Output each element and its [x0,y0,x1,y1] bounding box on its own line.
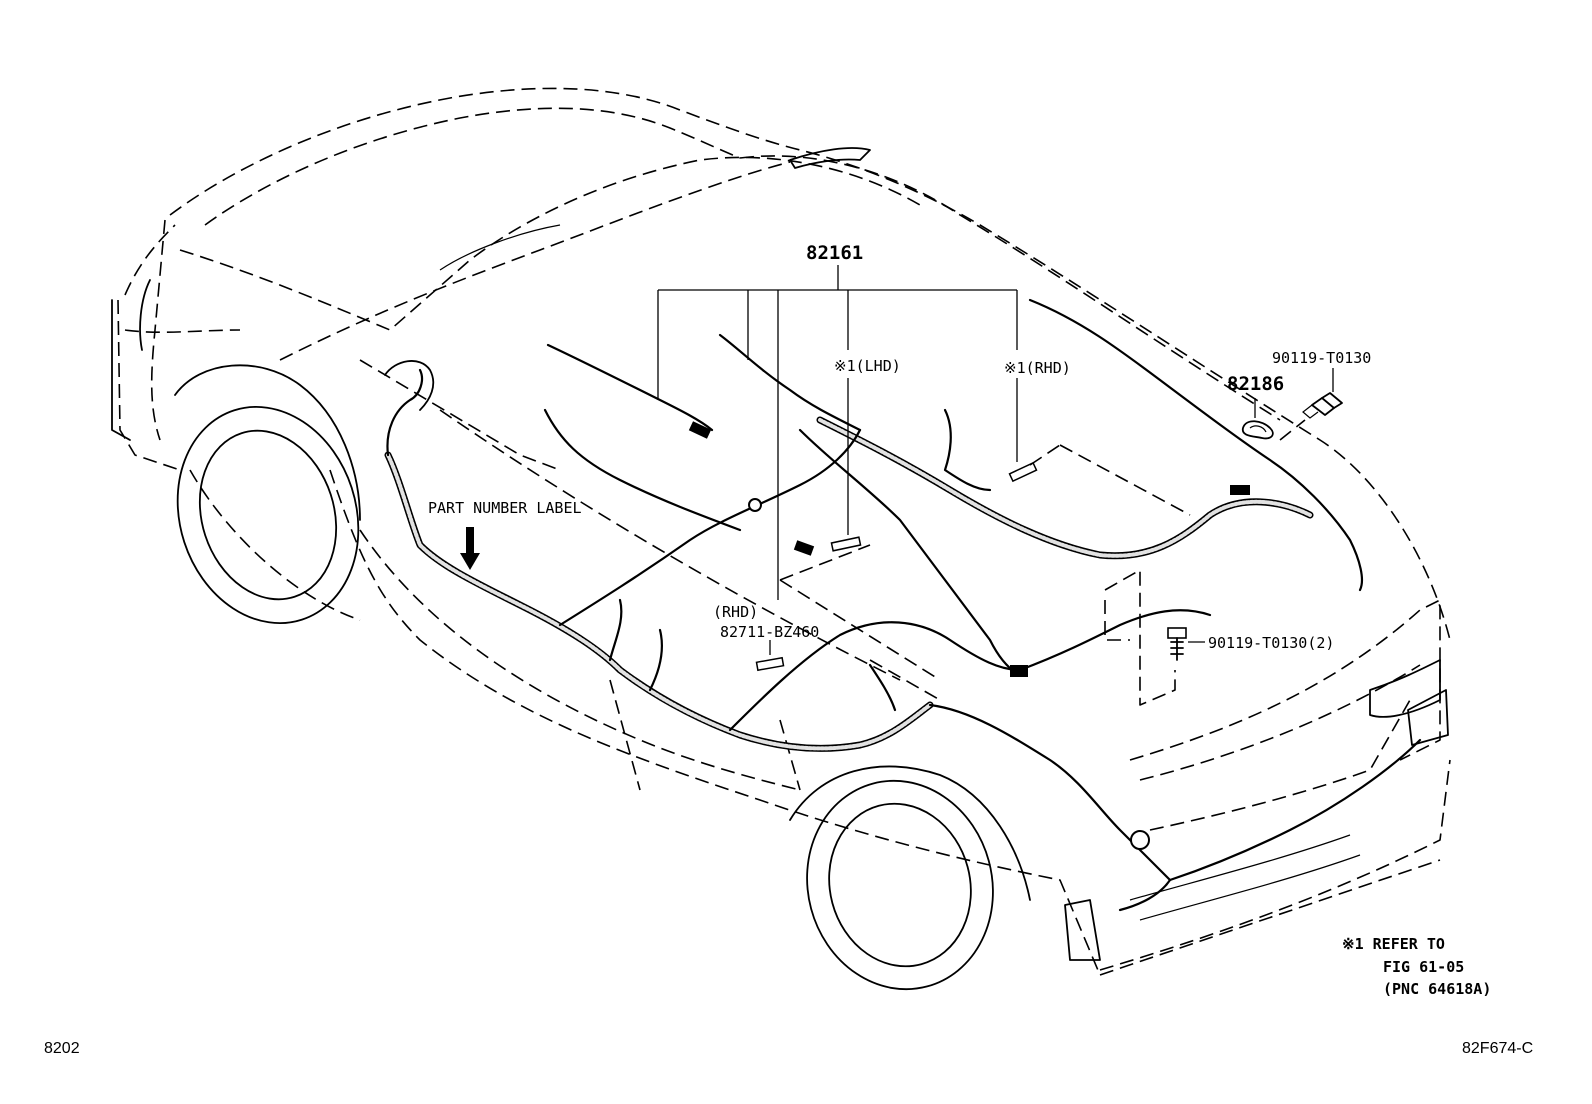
front-bumper [117,299,181,471]
roof-panel-front [279,161,791,361]
connector [755,656,785,672]
label-82186: 82186 [1227,373,1284,395]
body-side [359,529,801,791]
rocker-line [329,469,1101,976]
harness-trunk [1018,609,1212,672]
connector [688,421,712,439]
front-grille [111,279,151,441]
label-part-number-label: PART NUMBER LABEL [428,499,582,517]
figure-group-code: 8202 [44,1040,80,1057]
shark-fin [789,147,871,169]
label-rhd-ref: ※1(RHD) [1004,359,1071,377]
harness-console [718,333,862,432]
wire-harness-82161 [384,298,1422,912]
label-bolt-right: 90119-T0130(2) [1208,634,1334,652]
trunk-ref-box [1104,600,1130,641]
cabin-floor-left [359,359,561,471]
refer-note-line1: ※1 REFER TO [1342,935,1445,953]
harness-rear-bumper [1168,738,1422,882]
front-tire-outer [176,406,360,624]
harness-bumper-drop [1118,878,1172,912]
mirror-left [384,360,435,411]
trunk-lid [1129,599,1441,761]
reference-boxes [779,419,1306,706]
rear-diffuser [1129,834,1361,921]
side-sill [189,469,361,621]
rear-wheel-arch [789,765,1031,901]
car-body-outline [117,87,1451,976]
windshield-wiper [439,224,561,271]
harness-side-branch [608,598,897,712]
rear-panel [1149,699,1411,831]
windshield-top [179,156,921,331]
bolt-90119-right [1167,627,1187,661]
cabin-floor-front [439,409,901,681]
rear-light [1369,659,1441,718]
trunk-edge [1139,664,1421,781]
front-fascia [124,224,241,334]
label-bolt-top: 90119-T0130 [1272,349,1371,367]
rear-window [739,155,1281,421]
wheels [174,364,1031,991]
rear-lower [1099,859,1441,976]
connector [1230,485,1250,495]
roof-inner [204,107,741,226]
clamp-ref-line [1279,419,1306,441]
roof-line [169,87,1451,641]
connector [830,536,862,552]
door-line [609,679,801,791]
label-rhd-note: (RHD) [713,603,758,621]
hood-left [150,219,166,441]
harness-front-drop [386,368,424,457]
leader-lines [657,265,1334,655]
harness-cowl [546,343,714,432]
harness-floor-cross [798,428,1022,677]
rear-ref-box [1029,444,1191,706]
harness-seat-branch [943,408,992,492]
rear-tire-outer [806,779,994,991]
rear-light-right [1407,689,1449,746]
body-details [111,147,1449,961]
rear-bumper [1099,759,1451,971]
connector [1008,461,1038,483]
harness-left-side-texture [386,453,932,751]
figure-code: 82F674-C [1462,1040,1533,1057]
leader-82161-bracket [657,289,1018,600]
harness-roof [1028,298,1364,592]
harness-floor-main-texture [818,418,1312,558]
clamp-82186 [1241,420,1274,440]
grommet [748,498,762,512]
reflector [1064,899,1101,961]
floor-ref-box [779,544,941,701]
bolt-90119-top [1302,392,1343,419]
connector [1010,665,1028,677]
part-number-label-arrow [460,527,480,570]
grommet [1130,830,1150,850]
connector [793,540,815,556]
harness-rear-floor [728,621,1022,732]
front-tire-inner [198,429,338,601]
refer-note-line3: (PNC 64618A) [1383,980,1491,998]
label-82711: 82711-BZ460 [720,623,819,641]
refer-note-line2: FIG 61-05 [1383,958,1464,976]
harness-branch-front [543,408,742,532]
harness-center [558,428,862,627]
small-parts [1167,392,1343,661]
label-82161: 82161 [806,242,863,264]
callout-labels: 82161 ※1(LHD) ※1(RHD) 90119-T0130 82186 … [428,242,1371,652]
front-wheel-arch [174,364,361,521]
rear-tire-inner [828,802,972,968]
refer-note: ※1 REFER TO FIG 61-05 (PNC 64618A) [1342,935,1491,998]
label-lhd-ref: ※1(LHD) [834,357,901,375]
harness-rear-lower [928,703,1172,882]
